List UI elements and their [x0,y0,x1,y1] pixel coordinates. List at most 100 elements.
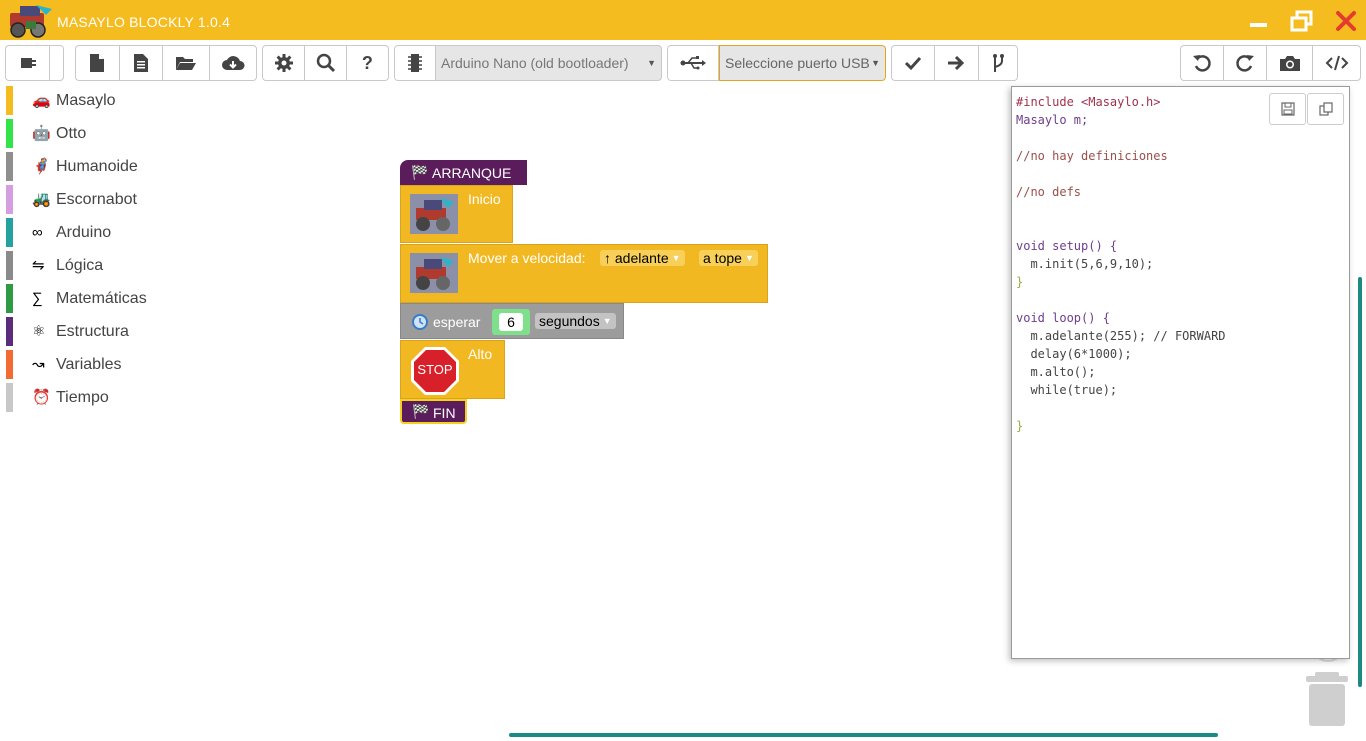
stop-sign-icon [411,347,459,395]
code-line: } [1016,419,1024,433]
open-text-button[interactable] [120,46,164,80]
help-icon: ? [361,52,373,73]
minimize-button[interactable] [1245,8,1273,34]
help-button[interactable]: ? [347,46,388,80]
settings-button[interactable] [263,46,306,80]
save-icon [1280,102,1295,116]
arranque-block[interactable]: 🏁 ARRANQUE [400,160,527,185]
chevron-down-icon: ▼ [871,58,880,68]
code-icon [1325,55,1348,71]
seconds-value: 6 [507,314,515,330]
toolbox-category-5[interactable]: ⇋Lógica [0,249,180,282]
toolbox: 🚗Masaylo 🤖 Otto 🦸Humanoide🚜Escornabot∞Ardui… [0,84,180,414]
copy-icon [1318,102,1333,116]
open-folder-button[interactable] [163,46,210,80]
vertical-scrollbar[interactable] [1358,277,1362,687]
code-line: void setup() { [1016,239,1118,253]
code-line [1016,291,1226,309]
category-color-bar [6,185,13,214]
download-button[interactable] [210,46,256,80]
code-line: #include <Masaylo.h> [1016,95,1161,109]
search-icon [316,53,335,73]
direction-value: ↑ adelante [604,250,669,266]
esperar-block[interactable]: esperar 6 segundos▼ [400,303,624,339]
save-code-button[interactable] [1269,93,1306,125]
category-label: Matemáticas [56,290,147,307]
title-bar: MASAYLO BLOCKLY 1.0.4 [0,0,1366,40]
toolbox-category-0[interactable]: 🚗Masaylo [0,84,180,117]
screenshot-button[interactable] [1267,46,1313,80]
code-line [1016,399,1226,417]
code-line: void loop() { [1016,311,1110,325]
arranque-label: ARRANQUE [432,165,512,181]
seconds-input[interactable]: 6 [499,313,523,331]
plug-dropdown[interactable] [50,46,63,80]
category-color-bar [6,317,13,346]
port-select-value: Seleccione puerto USB [725,55,870,71]
verify-button[interactable] [892,46,936,80]
toolbox-category-1[interactable]: 🤖 Otto [0,117,180,150]
branch-icon [992,54,1004,72]
code-line: while(true); [1016,383,1118,397]
code-line: m.adelante(255); // FORWARD [1016,329,1226,343]
unit-dropdown[interactable]: segundos▼ [535,313,616,329]
speed-value: a tope [703,250,742,266]
plug-icon [20,58,36,68]
code-view-button[interactable] [1313,46,1360,80]
category-icon: ∞ [32,224,43,241]
toolbox-category-2[interactable]: 🦸Humanoide [0,150,180,183]
file-text-icon [133,54,148,72]
code-line: //no hay definiciones [1016,149,1168,163]
category-icon: ⚛ [32,323,46,340]
code-line [1016,219,1226,237]
category-label: Otto [56,125,87,142]
fin-block[interactable]: 🏁 FIN [400,399,467,424]
chevron-down-icon: ▼ [744,253,754,263]
horizontal-scrollbar[interactable] [509,733,1218,737]
toolbox-category-6[interactable]: ∑Matemáticas [0,282,180,315]
category-label: Lógica [56,257,104,274]
copy-code-button[interactable] [1307,93,1344,125]
inicio-block[interactable]: Inicio [400,185,513,243]
toolbar-group-build [891,45,1018,81]
mover-label: Mover a velocidad: [468,250,586,266]
search-button[interactable] [305,46,347,80]
minimize-icon [1250,23,1267,27]
code-line: m.alto(); [1016,365,1096,379]
toolbox-category-9[interactable]: ⏰Tiempo [0,381,180,414]
toolbox-category-4[interactable]: ∞Arduino [0,216,180,249]
camera-icon [1279,56,1300,71]
undo-button[interactable] [1181,46,1224,80]
code-panel[interactable]: #include <Masaylo.h>Masaylo m;//no hay d… [1011,86,1350,659]
speed-dropdown[interactable]: a tope▼ [699,250,758,266]
mover-block[interactable]: Mover a velocidad: ↑ adelante▼ a tope▼ [400,244,768,303]
category-icon: 🤖 [32,125,51,142]
redo-button[interactable] [1224,46,1267,80]
board-select-value: Arduino Nano (old bootloader) [441,55,629,71]
board-select[interactable]: Arduino Nano (old bootloader) ▼ [394,45,662,81]
toolbox-category-7[interactable]: ⚛Estructura [0,315,180,348]
close-button[interactable] [1332,8,1360,34]
code-line [1016,165,1226,183]
branch-button[interactable] [979,46,1017,80]
toolbox-category-8[interactable]: ↝Variables [0,348,180,381]
upload-button[interactable] [935,46,979,80]
port-select[interactable]: Seleccione puerto USB ▼ [719,45,886,81]
trash-icon[interactable] [1305,670,1349,728]
clock-icon [412,314,428,330]
usb-icon-box [667,45,719,81]
direction-dropdown[interactable]: ↑ adelante▼ [600,250,685,266]
category-label: Variables [56,356,122,373]
redo-icon [1236,55,1254,72]
toolbox-category-3[interactable]: 🚜Escornabot [0,183,180,216]
category-color-bar [6,251,13,280]
plug-button[interactable] [6,46,51,80]
restore-button[interactable] [1288,8,1316,34]
category-icon: ⏰ [32,389,51,406]
new-file-button[interactable] [76,46,120,80]
cloud-download-icon [221,56,245,70]
alto-block[interactable]: STOP Alto [400,340,505,399]
seconds-value-block: 6 [492,309,530,335]
flag-icon: 🏁 [411,164,429,180]
chip-icon [408,54,422,72]
